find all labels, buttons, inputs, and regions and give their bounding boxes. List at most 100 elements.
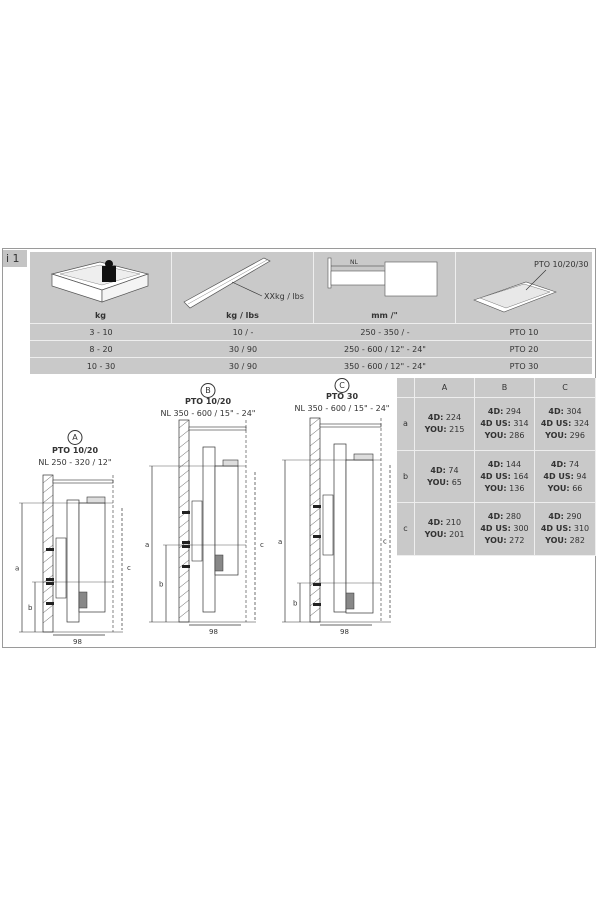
dim-variant: YOU: — [484, 431, 507, 440]
wall-hatch — [309, 557, 321, 567]
runner-icon: XXkg / lbs — [183, 257, 304, 309]
wall-hatch — [178, 529, 190, 539]
wall-hatch — [42, 514, 54, 524]
nominal-length-icon: NL — [327, 257, 438, 297]
dim-variant: 4D US: — [540, 419, 572, 428]
dim-value: 296 — [569, 431, 585, 440]
wall-hatch — [309, 547, 321, 557]
dim-variant: 4D: — [487, 459, 504, 469]
dim-value-line: 4D: 294 — [488, 406, 521, 418]
dim-variant: 4D: — [548, 407, 564, 416]
screw — [313, 603, 321, 606]
specs-table-cell: 250 - 350 / - — [360, 328, 410, 337]
wall-hatch — [42, 484, 54, 494]
screw — [313, 535, 321, 538]
dim-value-line: YOU: 296 — [545, 430, 585, 442]
dim-value-line: 4D: 210 — [428, 517, 461, 529]
dim-value-line: 4D: 144 — [488, 459, 521, 471]
wall-hatch — [309, 457, 321, 467]
drawing-c-nl: NL 350 - 600 / 15" - 24" — [294, 404, 390, 413]
specs-table-cell: 10 / - — [232, 328, 254, 337]
drawer-side — [345, 459, 374, 614]
mounting-plate — [322, 494, 334, 556]
header-length: NL mm /" — [314, 252, 456, 323]
dim-variant: YOU: — [545, 536, 568, 545]
dim-value-line: YOU: 215 — [425, 424, 465, 436]
cabinet-top — [319, 423, 382, 428]
dim-value-line: 4D US: 300 — [480, 523, 528, 535]
dim-value: 94 — [576, 471, 587, 481]
wall-hatch — [178, 419, 190, 429]
specs-table-cell: 350 - 600 / 12" - 24" — [344, 362, 426, 371]
header-label: kg / lbs — [226, 311, 259, 320]
screw — [313, 583, 321, 586]
screw — [182, 545, 190, 548]
dim-value-line: 4D: 280 — [488, 511, 521, 523]
wall-hatch — [309, 497, 321, 507]
wall-hatch — [309, 417, 321, 427]
dim-value-line: YOU: 66 — [548, 483, 583, 495]
wall-hatch — [178, 469, 190, 479]
wall-hatch — [42, 614, 54, 624]
specs-table-header: kg XXkg / lbs kg / lbs NL mm /" — [30, 252, 592, 323]
wall-hatch — [178, 579, 190, 589]
dim-variant: 4D US: — [540, 524, 572, 533]
dim-value: 272 — [509, 536, 525, 545]
dim-variant: 4D US: — [480, 419, 511, 428]
wall-hatch — [309, 587, 321, 597]
dim-table-row-label: a — [397, 398, 415, 451]
dim-table-row-label: b — [397, 451, 415, 503]
width-label: 98 — [340, 628, 349, 636]
dim-value-line: 4D: 304 — [548, 406, 581, 418]
screw — [182, 565, 190, 568]
dimension-label: a — [278, 538, 282, 546]
dim-value: 210 — [445, 518, 462, 527]
dim-value-line: 4D: 74 — [430, 465, 458, 477]
dimension-label: c — [127, 564, 131, 572]
dimension-label: a — [145, 541, 149, 549]
wall-hatch — [309, 447, 321, 457]
wall-hatch — [309, 537, 321, 547]
wall-hatch — [309, 597, 321, 607]
wall-hatch — [309, 467, 321, 477]
wall-hatch — [178, 429, 190, 439]
wall-hatch — [42, 524, 54, 534]
dim-value: 74 — [448, 465, 459, 475]
wall-hatch — [309, 567, 321, 577]
dim-value-line: 4D US: 164 — [480, 471, 528, 483]
wall-hatch — [178, 459, 190, 469]
runner-profile — [66, 499, 80, 623]
drawing-b-letter: B — [200, 383, 216, 398]
wall-hatch — [42, 564, 54, 574]
dim-variant: YOU: — [545, 431, 568, 440]
dim-variant: 4D: — [430, 465, 446, 475]
wall-hatch — [42, 594, 54, 604]
drawing-a-nl: NL 250 - 320 / 12" — [38, 458, 112, 467]
dim-variant: YOU: — [484, 536, 507, 545]
wall-hatch — [42, 534, 54, 544]
wall-hatch — [178, 519, 190, 529]
wall-hatch — [42, 604, 54, 614]
wall-hatch — [309, 607, 321, 617]
dim-variant: 4D: — [548, 512, 564, 521]
cabinet-wall — [309, 417, 321, 623]
dim-value-line: YOU: 272 — [485, 535, 525, 547]
dim-table-row-label: c — [397, 503, 415, 556]
dim-value: 282 — [569, 536, 585, 545]
drawing-c-title: PTO 30 — [325, 392, 359, 401]
wall-hatch — [178, 569, 190, 579]
dim-value: 215 — [449, 425, 465, 434]
cabinet-top — [52, 479, 114, 484]
dim-value: 314 — [513, 419, 529, 428]
dim-variant: 4D: — [487, 512, 504, 521]
specs-table-cell: 10 - 30 — [86, 362, 116, 371]
specs-table-cell: PTO 30 — [509, 362, 539, 371]
specs-table-cell: 3 - 10 — [89, 328, 113, 337]
